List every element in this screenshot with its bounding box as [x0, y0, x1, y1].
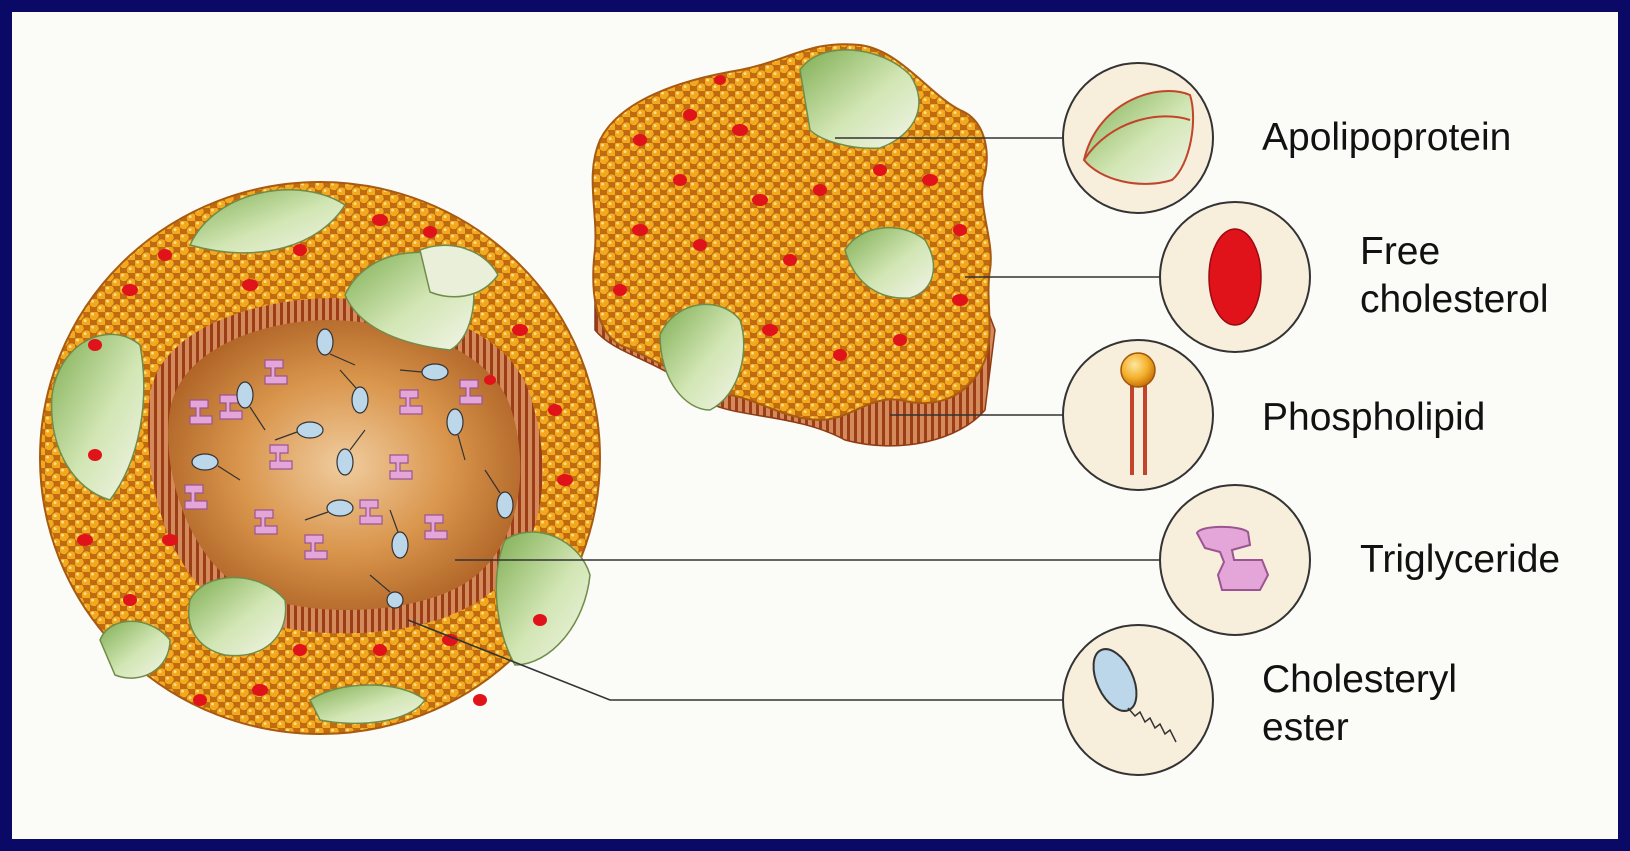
label-phospholipid: Phospholipid — [1262, 396, 1485, 439]
legend-apolipoprotein — [1063, 63, 1213, 213]
label-free-cholesterol-line2: cholesterol — [1360, 278, 1549, 321]
label-cholesteryl-ester-line1: Cholesteryl — [1262, 658, 1457, 701]
label-apolipoprotein: Apolipoprotein — [1262, 116, 1511, 159]
legend-cholesteryl-ester — [1063, 625, 1213, 775]
apolipoprotein-patch — [189, 578, 286, 656]
legend-phospholipid — [1063, 340, 1213, 490]
free-cholesterol-icon — [1209, 229, 1261, 325]
diagram-frame: Apolipoprotein Free cholesterol Phosphol… — [12, 12, 1618, 839]
lipoprotein-particle — [40, 182, 600, 734]
apolipoprotein-patch — [496, 532, 590, 665]
label-cholesteryl-ester-line2: ester — [1262, 706, 1349, 749]
label-free-cholesterol-line1: Free — [1360, 230, 1440, 273]
lipoprotein-diagram: Apolipoprotein Free cholesterol Phosphol… — [12, 12, 1618, 839]
legend-free-cholesterol — [1160, 202, 1310, 352]
membrane-fragment — [593, 44, 995, 446]
label-triglyceride: Triglyceride — [1360, 538, 1560, 581]
legend-triglyceride — [1160, 485, 1310, 635]
